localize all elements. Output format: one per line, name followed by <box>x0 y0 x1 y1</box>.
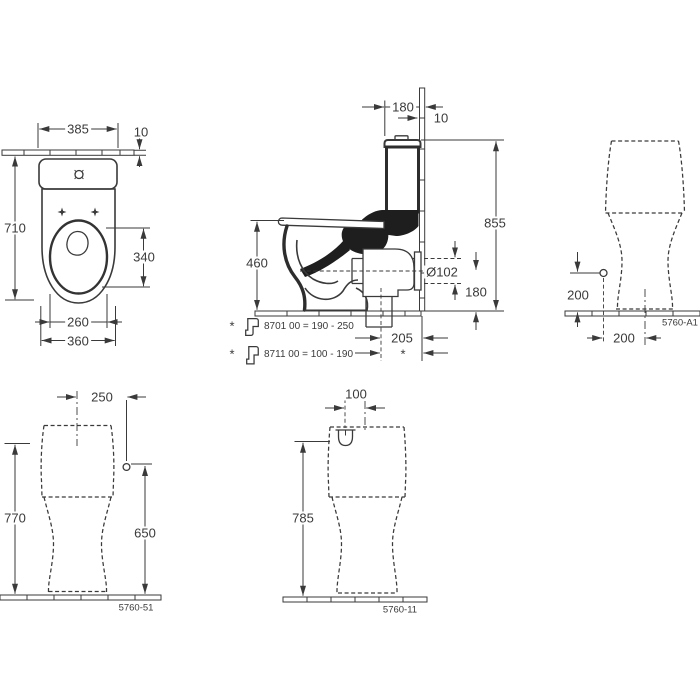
outlet-elbow <box>362 248 415 298</box>
connector-note-2: 8711 00 = 100 - 190 <box>264 349 354 360</box>
front11-dimensions <box>294 399 385 596</box>
front-view-11 <box>282 399 428 603</box>
side-dimensions <box>250 100 504 361</box>
supply-connection-point <box>599 268 608 278</box>
dim-seat-width: 260 <box>65 314 91 330</box>
vertical-outlet <box>365 296 393 328</box>
rear-dimensions <box>570 252 661 347</box>
plan-dimensions <box>5 123 150 346</box>
floor-section-side <box>254 310 504 317</box>
dim-plan-wall-gap: 10 <box>131 124 151 140</box>
rear-outline-dashed <box>604 140 686 310</box>
note2-asterisk: * <box>229 346 235 362</box>
dim-cistern-depth: 180 <box>390 99 416 115</box>
bowl-side-profile <box>282 224 369 312</box>
view-code-11: 5760-11 <box>381 604 419 616</box>
dim-base-width: 360 <box>65 333 91 349</box>
dim-supply-offset-rear: 200 <box>611 330 637 346</box>
dim-outlet-wall-distance: 205 <box>389 330 415 346</box>
view-code-51: 5760-51 <box>117 602 155 614</box>
dim-inlet-offset-11: 100 <box>343 386 369 402</box>
dim-supply-height-51: 650 <box>132 525 158 541</box>
front-view-51 <box>0 391 162 601</box>
cistern-plan <box>38 158 118 190</box>
dim-inlet-height-11: 785 <box>290 510 316 526</box>
dim-outlet-axis-height: 180 <box>463 284 489 300</box>
inlet-cup <box>335 429 356 447</box>
dim-supply-offset-51: 250 <box>89 389 115 405</box>
seat-lid-side <box>277 217 385 230</box>
floor-section-rear <box>564 310 700 317</box>
cistern-side <box>383 135 422 214</box>
floor-section-front11 <box>282 596 428 603</box>
bowl-plan <box>41 188 116 304</box>
flush-button-icon <box>74 169 84 180</box>
front51-dimensions <box>4 391 152 594</box>
plan-view <box>1 123 150 346</box>
floor-section-front51 <box>0 594 162 601</box>
dim-total-depth: 710 <box>2 220 28 236</box>
connector-note-1: 8701 00 = 190 - 250 <box>264 321 354 332</box>
dim-cistern-width: 385 <box>65 121 91 137</box>
dim-bowl-height: 460 <box>244 255 270 271</box>
view-code-rear: 5760-A1 <box>661 317 699 329</box>
outlet-pipe-assembly <box>351 248 422 328</box>
flush-channel-section <box>300 240 350 277</box>
water-surface <box>66 230 89 256</box>
seat-opening <box>48 219 109 295</box>
wall-section-plan <box>1 149 135 156</box>
dim-total-height: 855 <box>482 215 508 231</box>
dim-total-height-51: 770 <box>2 510 28 526</box>
dim-side-wall-gap: 10 <box>431 110 451 126</box>
seat-hinge-marks <box>57 207 100 217</box>
side-section-view <box>250 87 504 361</box>
front11-outline-dashed <box>327 426 407 595</box>
front51-outline-dashed <box>40 424 115 593</box>
note1-asterisk: * <box>229 318 235 334</box>
variable-dim-marker: * <box>400 346 406 362</box>
rear-view <box>564 140 700 347</box>
dim-outlet-diameter: Ø102 <box>424 264 460 280</box>
supply-connection-point-51 <box>122 462 131 472</box>
dim-supply-height-rear: 200 <box>565 287 591 303</box>
dim-bowl-inner-length: 340 <box>131 249 157 265</box>
